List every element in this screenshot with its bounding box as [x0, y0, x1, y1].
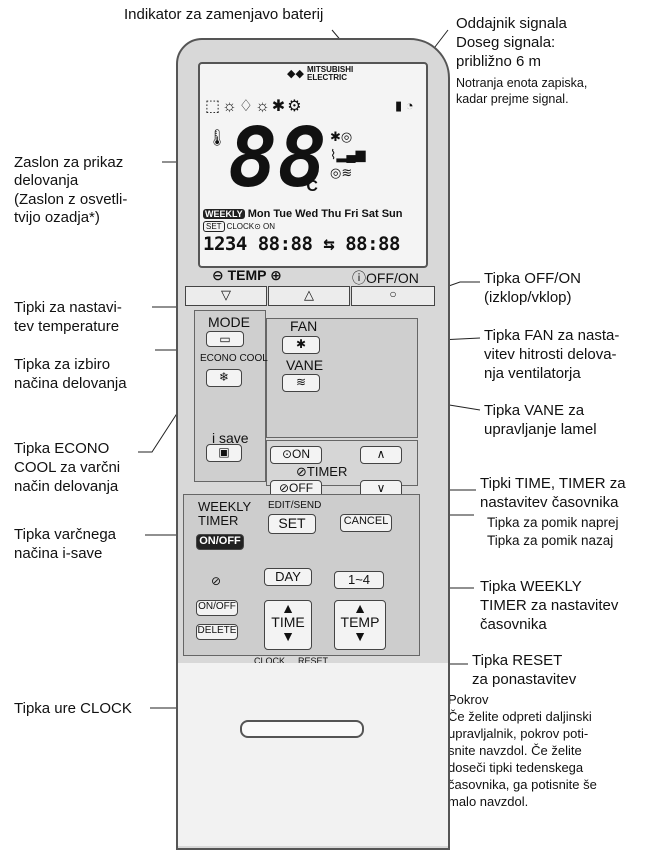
thermometer-icon: 🌡: [207, 130, 228, 147]
brand-logo: MITSUBISHI ELECTRIC: [307, 65, 354, 82]
callout-mode-key-line1: Tipka za izbiro: [14, 356, 111, 373]
callout-isave-line1: Tipka varčnega: [14, 526, 116, 543]
callout-cover-line2: Če želite odpreti daljinski: [448, 709, 592, 724]
range-button[interactable]: 1~4: [334, 571, 384, 589]
callout-econo-line1: Tipka ECONO: [14, 440, 110, 457]
temp-control-label: ⊖ TEMP ⊕: [212, 267, 282, 283]
weekday-list: Mon Tue Wed Thu Fri Sat Sun: [247, 208, 403, 220]
day-button[interactable]: DAY: [264, 568, 312, 586]
callout-fan-line3: nja ventilatorja: [484, 365, 581, 382]
mode-label: MODE: [208, 314, 250, 330]
callout-cover-line6: časovnika, ga potisnite še: [448, 777, 597, 792]
delete-button[interactable]: DELETE: [196, 624, 238, 640]
callout-weekly-line1: Tipka WEEKLY: [480, 578, 582, 595]
callout-econo-line3: način delovanja: [14, 478, 119, 495]
callout-econo-line2: COOL za varčni: [14, 459, 121, 476]
isave-button[interactable]: ▣: [206, 444, 242, 462]
cover-slot: [240, 720, 364, 738]
display-unit: °C: [300, 178, 318, 195]
timer-readout: 1234 88:88 ⇆ 88:88: [203, 233, 400, 255]
mitsubishi-logo-icon: ◆◆: [287, 68, 304, 80]
temp-weekly-button[interactable]: ▲TEMP▼: [334, 600, 386, 650]
callout-transmitter-line1: Oddajnik signala: [456, 15, 567, 32]
callout-cover-line7: malo navzdol.: [448, 794, 529, 809]
callout-display-line1: Zaslon za prikaz: [14, 154, 124, 171]
time-button[interactable]: ▲TIME▼: [264, 600, 312, 650]
callout-offon-line1: Tipka OFF/ON: [484, 270, 581, 287]
callout-transmitter-line2: Doseg signala:: [456, 34, 556, 51]
fan-button[interactable]: ✱: [282, 336, 320, 354]
weekly-timer-label: WEEKLY TIMER: [198, 499, 252, 528]
callout-timer-line3: Tipka za pomik naprej: [487, 515, 619, 530]
edit-send-label: EDIT/SEND: [268, 500, 322, 511]
clock-on-indicator: CLOCK⊙ ON: [226, 222, 276, 231]
callout-clock-key: Tipka ure CLOCK: [14, 700, 132, 717]
callout-timer-line4: Tipka za pomik nazaj: [487, 533, 614, 548]
callout-vane-line2: upravljanje lamel: [484, 421, 597, 438]
callout-display-line2: delovanja: [14, 172, 79, 189]
vane-button[interactable]: ≋: [282, 374, 320, 392]
timer-off-button[interactable]: ⊘OFF: [270, 480, 322, 498]
econo-cool-button[interactable]: ❄: [206, 369, 242, 387]
callout-timer-line2: nastavitev časovnika: [480, 494, 619, 511]
callout-weekly-line3: časovnika: [480, 616, 547, 633]
temp-down-button[interactable]: ▽: [185, 286, 267, 306]
callout-fan-line2: vitev hitrosti delova-: [484, 346, 617, 363]
callout-isave-line2: načina i-save: [14, 545, 103, 562]
timer-forward-button[interactable]: ∧: [360, 446, 402, 464]
callout-timer-line1: Tipki TIME, TIMER za: [480, 475, 626, 492]
mode-icons-row: ⬚☼♢☼✱⚙: [205, 98, 304, 115]
mode-button[interactable]: ▭: [206, 331, 244, 347]
callout-cover-line3: upravljalnik, pokrov poti-: [448, 726, 589, 741]
clock-label: CLOCK: [254, 656, 286, 666]
callout-fan-line1: Tipka FAN za nasta-: [484, 327, 620, 344]
vane-label: VANE: [286, 357, 324, 373]
econo-cool-label: ECONO COOL: [200, 353, 268, 364]
isave-label: i save: [212, 430, 249, 446]
clock-symbol-icon: ⊘: [211, 574, 222, 588]
lcd-display: [198, 62, 428, 268]
callout-cover-line4: snite navzdol. Če želite: [448, 743, 582, 758]
callout-transmitter-note2: kadar prejme signal.: [456, 92, 569, 106]
timer-label: ⊘TIMER: [296, 464, 348, 479]
display-temperature: 88: [228, 111, 327, 206]
temp-up-button[interactable]: △: [268, 286, 350, 306]
remote-cover[interactable]: [178, 663, 448, 846]
callout-reset-line1: Tipka RESET: [472, 652, 563, 669]
offon-button[interactable]: ○: [351, 286, 435, 306]
callout-display-line3: (Zaslon z osvetli-: [14, 191, 128, 208]
weekly-onoff-button[interactable]: ON/OFF: [196, 534, 244, 550]
callout-temp-keys-line1: Tipki za nastavi-: [14, 299, 122, 316]
callout-mode-key-line2: načina delovanja: [14, 375, 127, 392]
callout-transmitter-line3: približno 6 m: [456, 53, 542, 70]
battery-indicator-icon: ▮ ◔: [395, 98, 414, 113]
callout-temp-keys-line2: tev temperature: [14, 318, 120, 335]
callout-cover-line1: Pokrov: [448, 692, 489, 707]
callout-display-line4: tvijo ozadja*): [14, 209, 100, 226]
reset-label: RESET: [298, 656, 329, 666]
fan-label: FAN: [290, 318, 318, 334]
set-badge: SET: [203, 221, 225, 232]
onoff-small-button[interactable]: ON/OFF: [196, 600, 238, 616]
callout-transmitter-note1: Notranja enota zapiska,: [456, 76, 588, 90]
callout-vane-line1: Tipka VANE za: [484, 402, 585, 419]
callout-weekly-line2: TIMER za nastavitev: [480, 597, 619, 614]
weekly-badge: WEEKLY: [203, 209, 245, 219]
set-button[interactable]: SET: [268, 514, 316, 534]
timer-on-button[interactable]: ⊙ON: [270, 446, 322, 464]
callout-battery-indicator: Indikator za zamenjavo baterij: [124, 6, 324, 23]
fan-vane-indicators: ✱◎⌇▂▄▆◎≋: [330, 129, 366, 180]
callout-reset-line2: za ponastavitev: [472, 671, 577, 688]
callout-offon-line2: (izklop/vklop): [484, 289, 572, 306]
callout-cover-line5: doseči tipki tedenskega: [448, 760, 584, 775]
cancel-button[interactable]: CANCEL: [340, 514, 392, 532]
offon-label: ⓘOFF/ON: [352, 270, 419, 286]
